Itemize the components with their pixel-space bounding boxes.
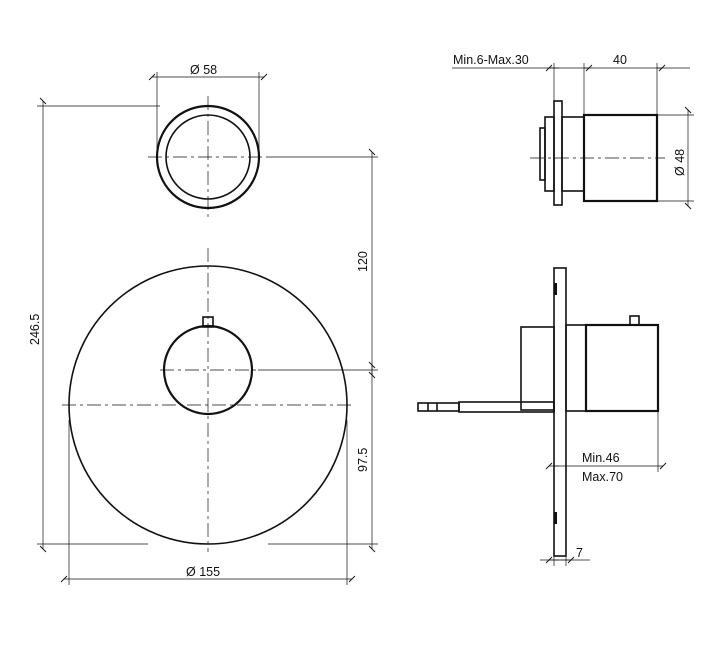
handle-flange [553,100,563,206]
plate-clip-bottom [554,512,557,524]
side-view-handle: Min.6-Max.30 40 Ø 48 [452,53,694,210]
handle-stem [539,127,546,181]
total-height-label: 246.5 [28,314,42,345]
valve-neck [565,324,587,412]
wall-range-label: Min.6-Max.30 [453,53,529,67]
dim-plate-diameter: Ø 155 [60,420,356,585]
dim-knob-depth: 40 [584,53,690,115]
side-view-valve: Min.46 Max.70 7 [417,267,667,566]
dim-handle-diameter: Ø 58 [148,63,268,157]
handle-body [582,113,659,203]
knob-depth-label: 40 [613,53,627,67]
depth-max-label: Max.70 [582,470,623,484]
top-handle [148,96,268,218]
dim-depth: Min.46 Max.70 [545,411,667,484]
valve-knob [584,323,660,413]
handle-neck [561,116,585,192]
knob-indicator [202,316,214,328]
plate-thickness-label: 7 [576,546,583,560]
dim-lower-height: 97.5 [268,361,378,553]
depth-min-label: Min.46 [582,451,620,465]
pipe-end [417,402,460,412]
plate-diameter-label: Ø 155 [186,565,220,579]
dim-wall-range: Min.6-Max.30 [452,53,593,115]
handle-diameter-label: Ø 58 [190,63,217,77]
dim-total-height: 246.5 [28,97,160,553]
front-view: Ø 58 246.5 120 97.5 Ø 155 [28,63,378,585]
rear-valve-body [520,326,555,411]
handle-collar [544,116,555,192]
plate-knob [160,316,256,416]
dim-center-distance: 120 [258,148,378,379]
dim-plate-thickness: 7 [540,546,590,566]
dim-knob-diameter: Ø 48 [657,106,694,210]
valve-indicator [629,315,640,326]
center-distance-label: 120 [356,251,370,272]
plate-clip-top [554,283,557,295]
knob-diameter-label: Ø 48 [673,149,687,176]
round-plate [62,248,354,552]
lower-height-label: 97.5 [356,448,370,472]
